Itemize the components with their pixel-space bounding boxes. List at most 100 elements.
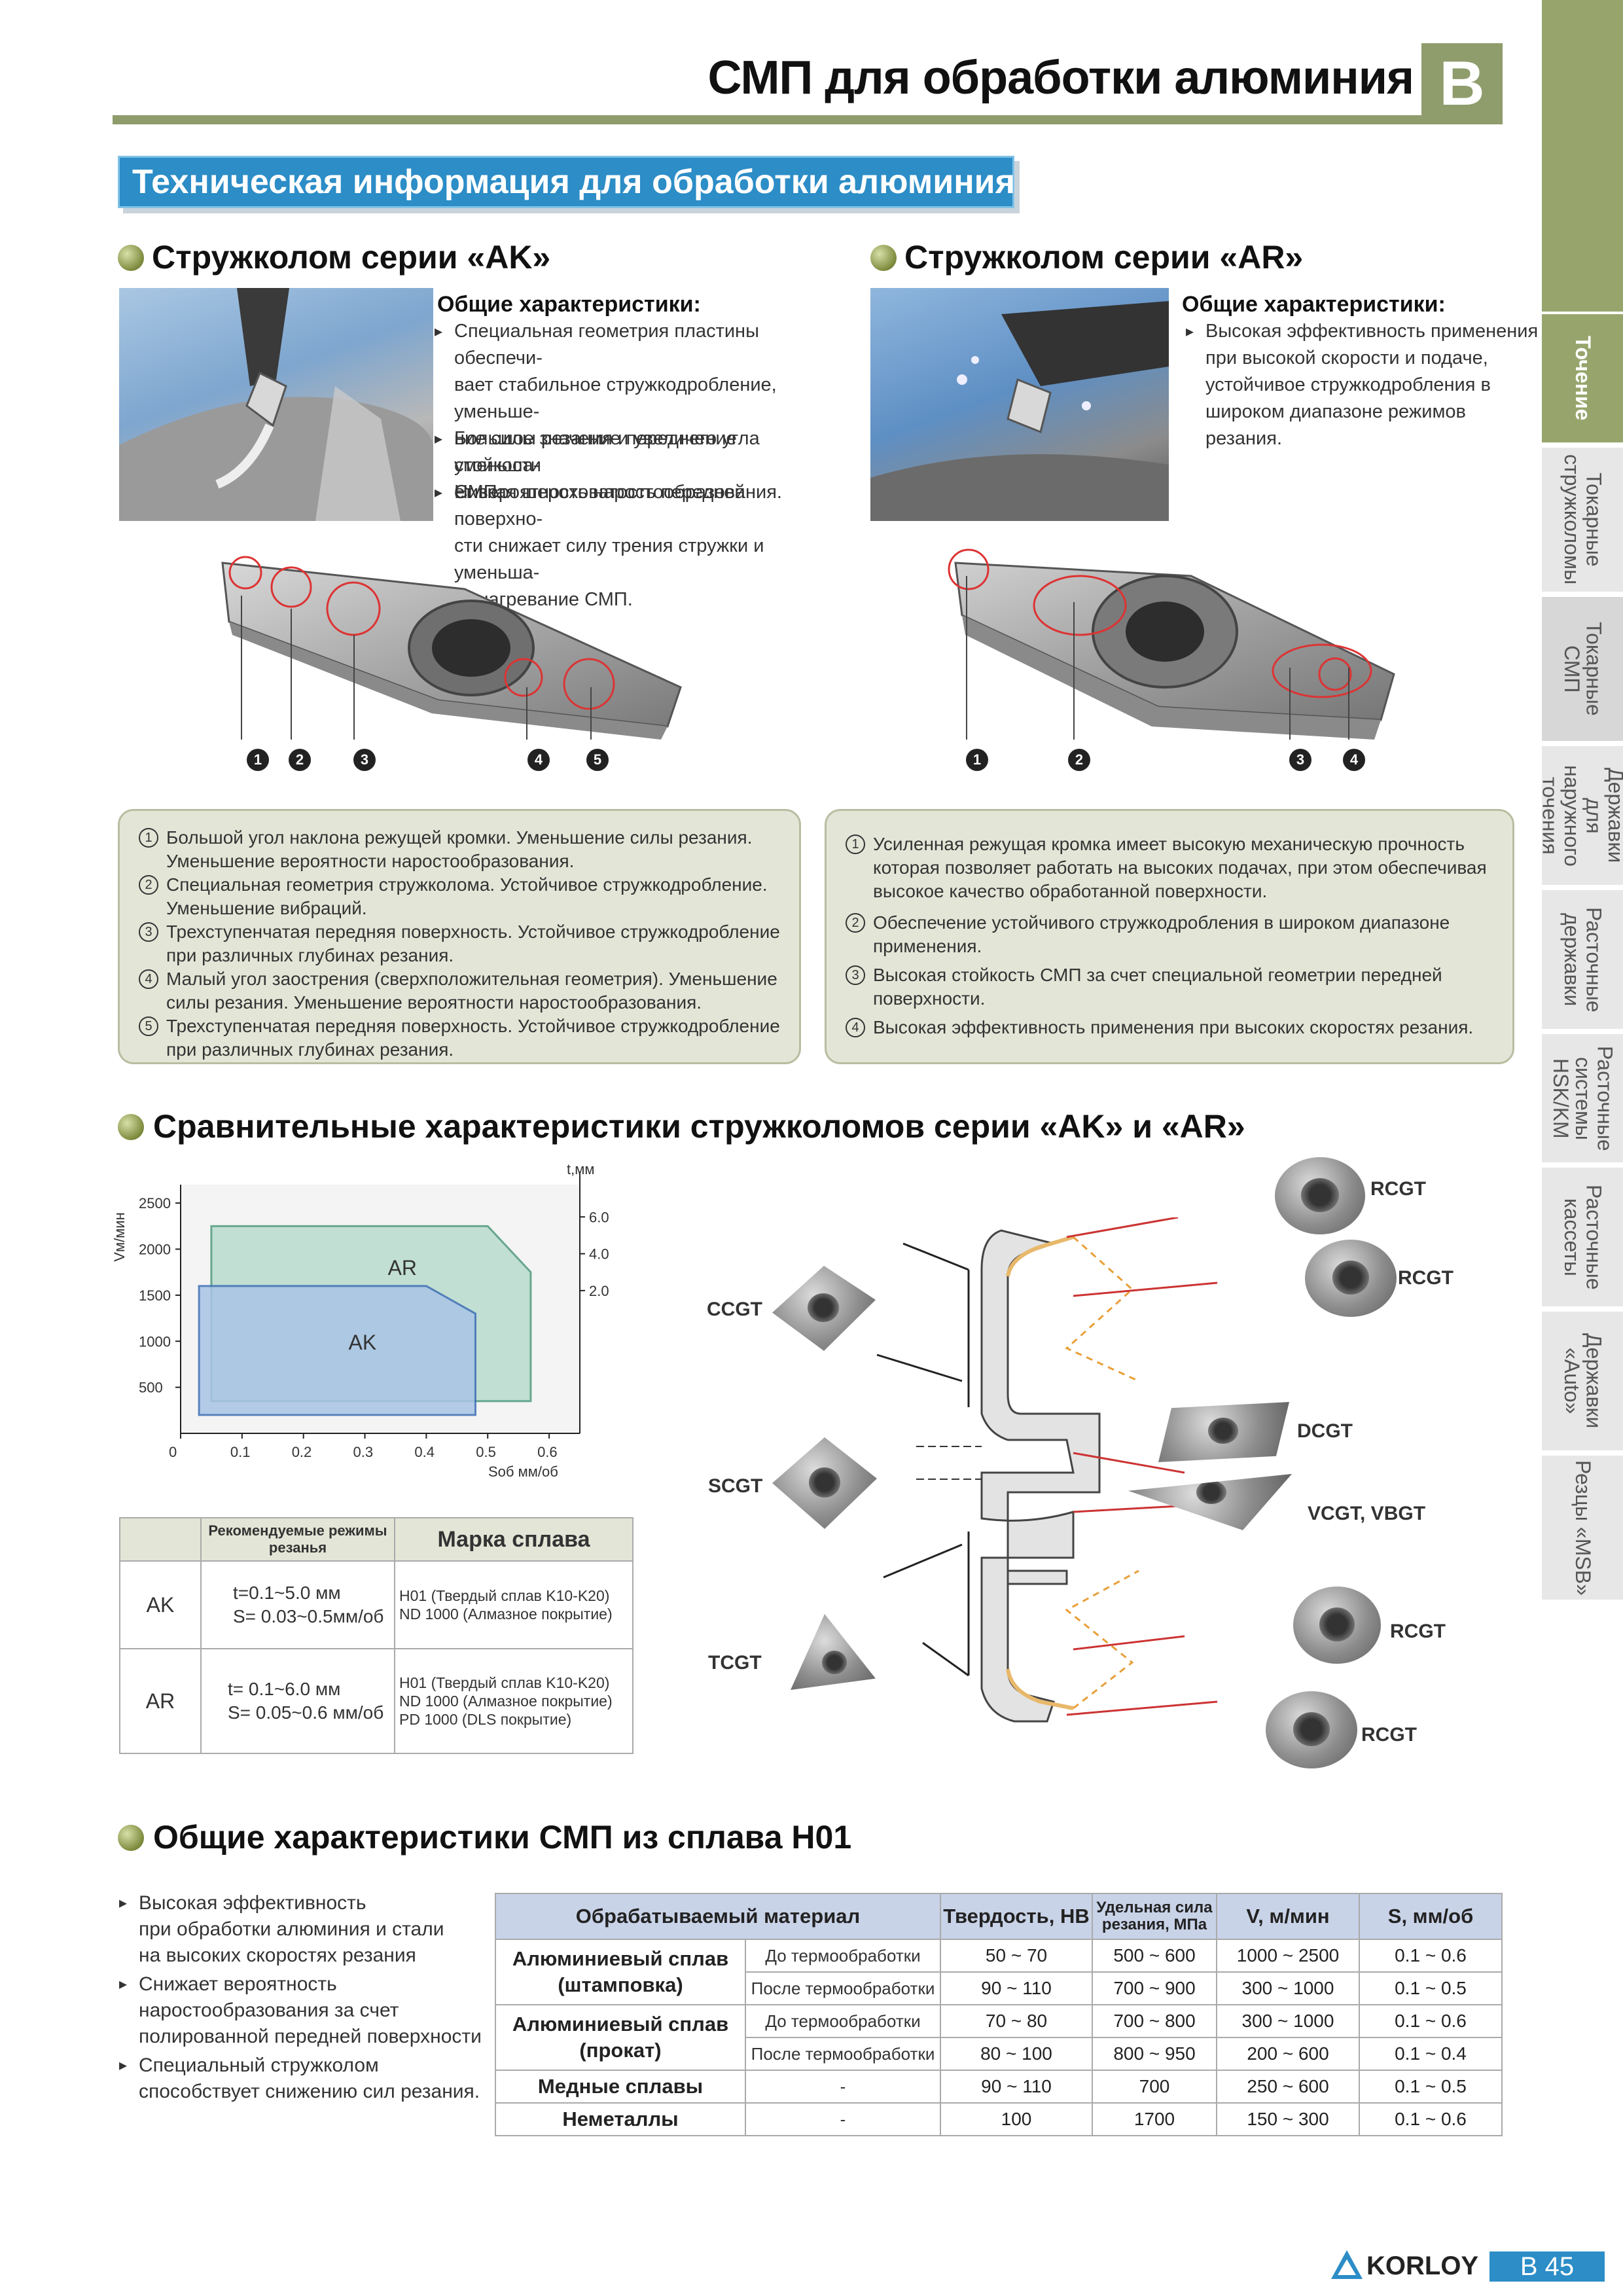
materials-table: Обрабатываемый материал Твердость, HB Уд… (495, 1893, 1503, 2136)
tab-inserts[interactable]: Токарные СМП (1542, 597, 1623, 744)
ar-notes-box (825, 809, 1514, 1064)
ccgt-label: CCGT (707, 1299, 762, 1320)
chart-y-tick-label: 1500 (139, 1287, 171, 1304)
mt-cell: 800 ~ 950 (1092, 2037, 1217, 2071)
bullet-icon (118, 1114, 144, 1140)
chart-y-tick-label: 2000 (139, 1242, 171, 1258)
section-header-box (118, 156, 1014, 208)
h01-title: Общие характеристики СМП из сплава H01 (153, 1819, 852, 1856)
section-letter: B (1421, 43, 1503, 124)
mt-cell: 150 ~ 300 (1216, 2102, 1360, 2136)
bullet-icon (118, 245, 144, 271)
h01-bullet-3: Специальный стружколом способствует сниж… (119, 2053, 492, 2105)
ak-marker-4: 4 (527, 749, 550, 771)
mt-cell: 700 (1092, 2070, 1217, 2104)
mt-cell: 90 ~ 110 (940, 2070, 1093, 2104)
tab-boring-systems[interactable]: Расточные системы HSK/KM (1542, 1034, 1623, 1165)
mt-cell: 300 ~ 1000 (1216, 1971, 1360, 2005)
rcgt-label-1: RCGT (1370, 1178, 1426, 1200)
mt-cell: 70 ~ 80 (940, 2004, 1093, 2038)
chart-x-tick-label: 0 (169, 1444, 177, 1460)
tab-boring-holders[interactable]: Расточные державки (1542, 890, 1623, 1031)
chart-region-ak (198, 1285, 476, 1416)
chart-x-axis-label: Sоб мм/об (488, 1463, 558, 1480)
side-tabs: Точение Токарные стружколомы Токарные СМ… (1538, 0, 1623, 2296)
tcgt-label: TCGT (708, 1652, 762, 1674)
tcgt-insert (791, 1614, 876, 1690)
chart-x-tick-label: 0.1 (230, 1444, 251, 1460)
mt-cell: 500 ~ 600 (1092, 1939, 1217, 1973)
tab-chipbreakers[interactable]: Токарные стружколомы (1542, 448, 1623, 594)
ar-feature-1: Высокая эффективность применения при выс… (1186, 318, 1552, 452)
mt-cell: 250 ~ 600 (1216, 2070, 1360, 2104)
rec-row-ar-modes: t= 0.1~6.0 мм S= 0.05~0.6 мм/об (200, 1648, 395, 1754)
dcgt-insert (1158, 1402, 1289, 1462)
mt-cell: 80 ~ 100 (940, 2037, 1093, 2071)
rec-col2: Марка сплава (394, 1517, 633, 1562)
mt-header-hardness: Твердость, HB (940, 1893, 1093, 1940)
mt-header-force: Удельная сила резания, МПа (1092, 1893, 1217, 1940)
ar-marker-2: 2 (1068, 749, 1090, 771)
mt-cell: - (745, 2102, 941, 2136)
mt-cell: После термообработки (745, 1971, 941, 2005)
mt-cell: 0.1 ~ 0.6 (1359, 2004, 1503, 2038)
tab-turning[interactable]: Точение (1542, 314, 1623, 445)
tab-boring-cassettes[interactable]: Расточные кассеты (1542, 1168, 1623, 1309)
tab-turning-top[interactable] (1542, 0, 1623, 314)
rcgt-label-2: RCGT (1398, 1267, 1454, 1289)
chart-x-tick-label: 0.2 (292, 1444, 312, 1460)
rcgt-label-3: RCGT (1390, 1621, 1446, 1642)
page-title: СМП для обработки алюминия (707, 52, 1414, 104)
rcgt-insert-2 (1305, 1240, 1397, 1317)
ak-title: Стружколом серии «AK» (152, 239, 551, 276)
scgt-label: SCGT (708, 1475, 763, 1497)
mt-cell: 100 (940, 2102, 1093, 2136)
chart-y-tick-label: 2500 (139, 1195, 171, 1211)
mt-cell: 1000 ~ 2500 (1216, 1939, 1360, 1973)
wheel-diagram (916, 1217, 1218, 1723)
chart-y-tick-label: 1000 (139, 1333, 171, 1350)
chart-y-axis-label: Vм/мин (111, 1212, 128, 1261)
ar-title: Стружколом серии «AR» (904, 239, 1304, 276)
chart-x-tick-label: 0.4 (414, 1444, 435, 1460)
mt-cell: 0.1 ~ 0.5 (1359, 2070, 1503, 2104)
tab-msb-tools[interactable]: Резцы «MSB» (1542, 1456, 1623, 1602)
page-number: B 45 (1489, 2251, 1605, 2282)
header-rule (113, 115, 1503, 124)
ar-insert-drawing (948, 548, 1395, 740)
ar-marker-4: 4 (1343, 749, 1365, 771)
mt-cell: До термообработки (745, 1939, 941, 1973)
ak-photo (119, 288, 433, 521)
bullet-icon (118, 1825, 144, 1851)
scgt-insert (772, 1437, 877, 1529)
chart-series-label-ak: AK (349, 1331, 377, 1354)
mt-cell: 700 ~ 900 (1092, 1971, 1217, 2005)
tab-external-holders[interactable]: Державки для наружного точения (1538, 746, 1623, 888)
chart-series-label-ar: AR (388, 1256, 417, 1280)
chart-y2-tick-label: 2.0 (589, 1283, 609, 1299)
dcgt-label: DCGT (1297, 1420, 1353, 1442)
korloy-logo-icon (1331, 2250, 1363, 2279)
tab-auto-holders[interactable]: Державки «Auto» (1542, 1312, 1623, 1453)
ar-features-title: Общие характеристики: (1182, 292, 1446, 317)
compare-title: Сравнительные характеристики стружколомо… (153, 1108, 1245, 1145)
rcgt-label-4: RCGT (1361, 1724, 1417, 1746)
ar-marker-1: 1 (966, 749, 988, 771)
brand-name: KORLOY (1366, 2251, 1479, 2280)
mt-group-1: Алюминиевый сплав (штамповка) (495, 1939, 746, 2005)
ak-marker-3: 3 (353, 749, 376, 771)
chart-x-tick-label: 0.5 (476, 1444, 496, 1460)
chart-y2-tick-label: 4.0 (589, 1246, 609, 1263)
rec-col1: Рекомендуемые режимы резанья (200, 1517, 395, 1562)
mt-cell: 200 ~ 600 (1216, 2037, 1360, 2071)
mt-cell: - (745, 2070, 941, 2104)
ak-marker-1: 1 (247, 749, 269, 771)
mt-cell: 0.1 ~ 0.5 (1359, 1971, 1503, 2005)
